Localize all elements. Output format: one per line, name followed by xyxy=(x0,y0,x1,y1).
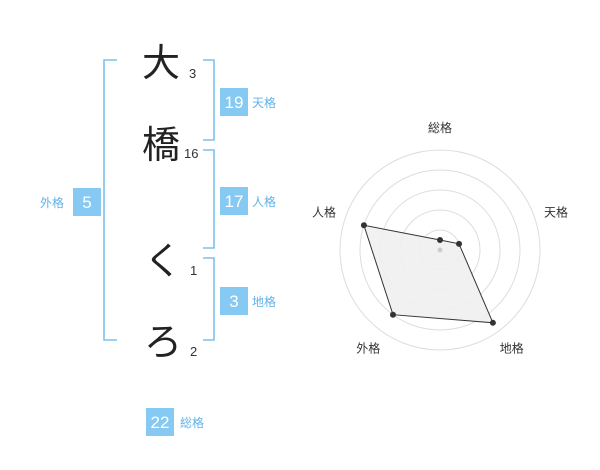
radar-axis-label-5: 人格 xyxy=(312,204,336,219)
gaikaku-bracket xyxy=(103,59,117,341)
chikaku-result: 3 地格 xyxy=(220,287,276,315)
stroke-count-3: 1 xyxy=(190,263,197,278)
stroke-count-4: 2 xyxy=(190,344,197,359)
gaikaku-result: 外格 5 xyxy=(40,188,101,216)
tenkaku-box xyxy=(220,88,248,116)
soukaku-label: 総格 xyxy=(180,415,204,430)
chikaku-value: 3 xyxy=(229,292,238,311)
soukaku-value: 22 xyxy=(151,413,170,432)
radar-axis-label-4: 外格 xyxy=(356,341,380,356)
tenkaku-value: 19 xyxy=(225,93,244,112)
tenkaku-label: 天格 xyxy=(252,95,276,110)
name-char-3: く xyxy=(144,239,182,283)
radar-point-1 xyxy=(437,237,443,243)
jinkaku-box xyxy=(220,187,248,215)
radar-ring-5 xyxy=(339,149,541,351)
gaikaku-box xyxy=(73,188,101,216)
jinkaku-label: 人格 xyxy=(252,194,276,209)
radar-point-2 xyxy=(456,240,463,247)
name-char-2: 橋 xyxy=(142,123,180,167)
stroke-count-1: 3 xyxy=(189,66,196,81)
chikaku-label: 地格 xyxy=(252,294,276,309)
radar-axis-label-3: 地格 xyxy=(500,341,524,356)
jinkaku-bracket xyxy=(203,149,215,249)
jinkaku-value: 17 xyxy=(225,192,244,211)
radar-polygon xyxy=(363,224,494,324)
tenkaku-result: 19 天格 xyxy=(220,88,276,116)
gaikaku-value: 5 xyxy=(82,193,91,212)
chikaku-box xyxy=(220,287,248,315)
name-char-4: ろ xyxy=(144,320,182,364)
stroke-count-2: 16 xyxy=(184,146,198,161)
radar-axis-label-1: 総格 xyxy=(428,120,452,135)
radar-ring-4 xyxy=(359,169,521,331)
jinkaku-result: 17 人格 xyxy=(220,187,276,215)
soukaku-box xyxy=(146,408,174,436)
name-char-1: 大 xyxy=(142,41,180,85)
chikaku-bracket xyxy=(203,257,215,341)
radar-point-4 xyxy=(389,311,396,318)
soukaku-result: 22 総格 xyxy=(146,408,204,436)
gaikaku-label: 外格 xyxy=(40,195,64,210)
radar-axis-label-2: 天格 xyxy=(544,204,568,219)
radar-point-3 xyxy=(489,319,496,326)
radar-center xyxy=(437,247,443,253)
bracket-group xyxy=(103,59,215,341)
radar-point-5 xyxy=(360,222,367,229)
tenkaku-bracket xyxy=(203,59,215,141)
